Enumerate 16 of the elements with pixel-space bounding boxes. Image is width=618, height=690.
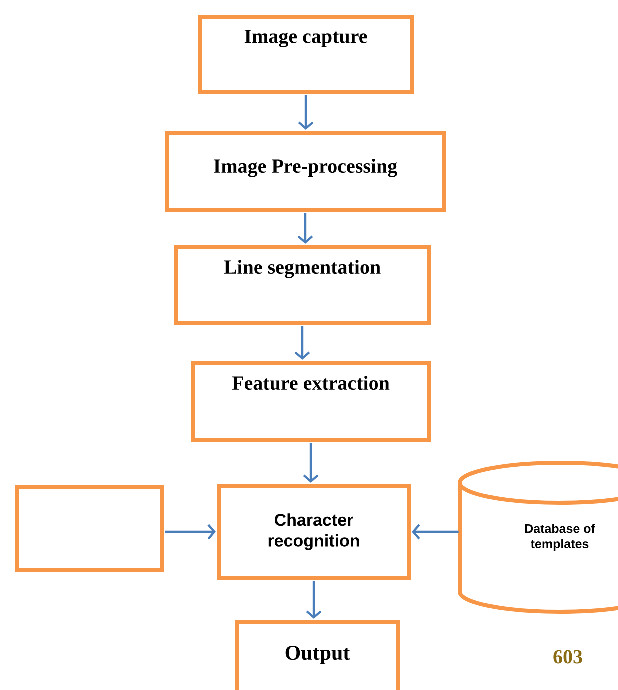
arrow: [412, 524, 459, 540]
process-box: Feature extraction: [191, 361, 431, 442]
process-box: Output: [235, 620, 400, 690]
process-box: Line segmentation: [174, 245, 431, 325]
arrow: [306, 581, 322, 619]
process-box: Character recognition: [217, 484, 411, 580]
arrow: [165, 524, 216, 540]
arrow: [294, 326, 310, 360]
database-cylinder: Database of templates: [458, 461, 618, 614]
process-box: Image Pre-processing: [165, 131, 446, 212]
arrow: [298, 95, 314, 130]
empty-box: [15, 485, 164, 572]
page-number: 603: [554, 650, 582, 664]
process-box: Image capture: [198, 14, 414, 94]
arrow: [303, 443, 319, 483]
arrow: [298, 213, 314, 244]
